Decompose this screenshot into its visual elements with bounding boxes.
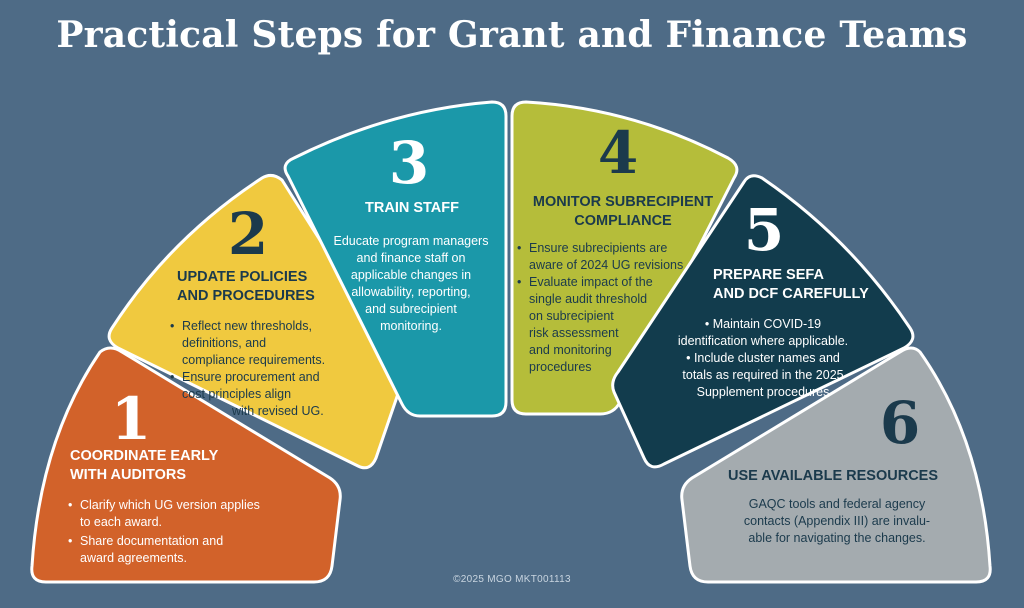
- step-4-number: 4: [597, 119, 639, 187]
- footer-copyright: ©2025 MGO MKT001113: [453, 574, 571, 585]
- step-5-bullet-2: • Include cluster names and totals as re…: [682, 351, 844, 399]
- step-4-bullet-1: Ensure subrecipients are aware of 2024 U…: [517, 240, 683, 274]
- step-3-body: Educate program managers and finance sta…: [333, 234, 489, 333]
- step-6-number: 6: [879, 389, 921, 457]
- step-2-heading: UPDATE POLICIES AND PROCEDURES: [177, 269, 315, 304]
- step-5-number: 5: [743, 196, 785, 264]
- step-2-body: Reflect new thresholds, definitions, and…: [170, 318, 325, 420]
- step-5-heading: PREPARE SEFA AND DCF CAREFULLY: [713, 267, 869, 302]
- step-1-bullet-2: Share documentation and award agreements…: [68, 533, 260, 567]
- step-5-body: • Maintain COVID-19 identification where…: [643, 316, 883, 401]
- step-6-heading: USE AVAILABLE RESOURCES: [728, 468, 939, 484]
- step-1-body: Clarify which UG version applies to each…: [68, 497, 260, 567]
- step-4-bullet-2: Evaluate impact of the single audit thre…: [517, 274, 683, 376]
- step-6-body: GAQC tools and federal agency contacts (…: [743, 497, 931, 545]
- step-2-bullet-1: Reflect new thresholds, definitions, and…: [170, 318, 325, 369]
- step-1-number: 1: [110, 385, 152, 453]
- step-3-heading: TRAIN STAFF: [365, 200, 459, 216]
- step-2-number: 2: [227, 200, 269, 268]
- segment-3-shape: [283, 100, 508, 418]
- step-4-body: Ensure subrecipients are aware of 2024 U…: [517, 240, 683, 376]
- step-1-bullet-1: Clarify which UG version applies to each…: [68, 497, 260, 531]
- page-title: Practical Steps for Grant and Finance Te…: [56, 14, 968, 56]
- step-4-heading: MONITOR SUBRECIPIENT COMPLIANCE: [532, 194, 714, 229]
- segment-6-shape: [680, 346, 992, 584]
- step-2-bullet-2: Ensure procurement and cost principles a…: [170, 369, 325, 420]
- step-1-heading: COORDINATE EARLY WITH AUDITORS: [70, 448, 219, 483]
- segment-5-shape: [611, 174, 915, 469]
- step-3-number: 3: [388, 129, 430, 197]
- step-5-bullet-1: • Maintain COVID-19 identification where…: [677, 317, 849, 348]
